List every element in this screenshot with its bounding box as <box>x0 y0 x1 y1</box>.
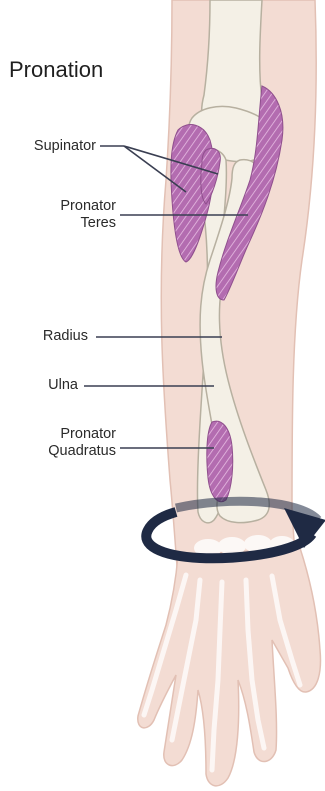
diagram-title: Pronation <box>9 57 103 83</box>
label-pronator-teres: Pronator Teres <box>60 198 116 232</box>
label-supinator: Supinator <box>34 138 96 155</box>
label-radius: Radius <box>43 328 88 345</box>
label-ulna: Ulna <box>48 377 78 394</box>
label-pronator-quadratus: Pronator Quadratus <box>48 426 116 460</box>
pronator-quadratus-muscle <box>207 421 233 502</box>
